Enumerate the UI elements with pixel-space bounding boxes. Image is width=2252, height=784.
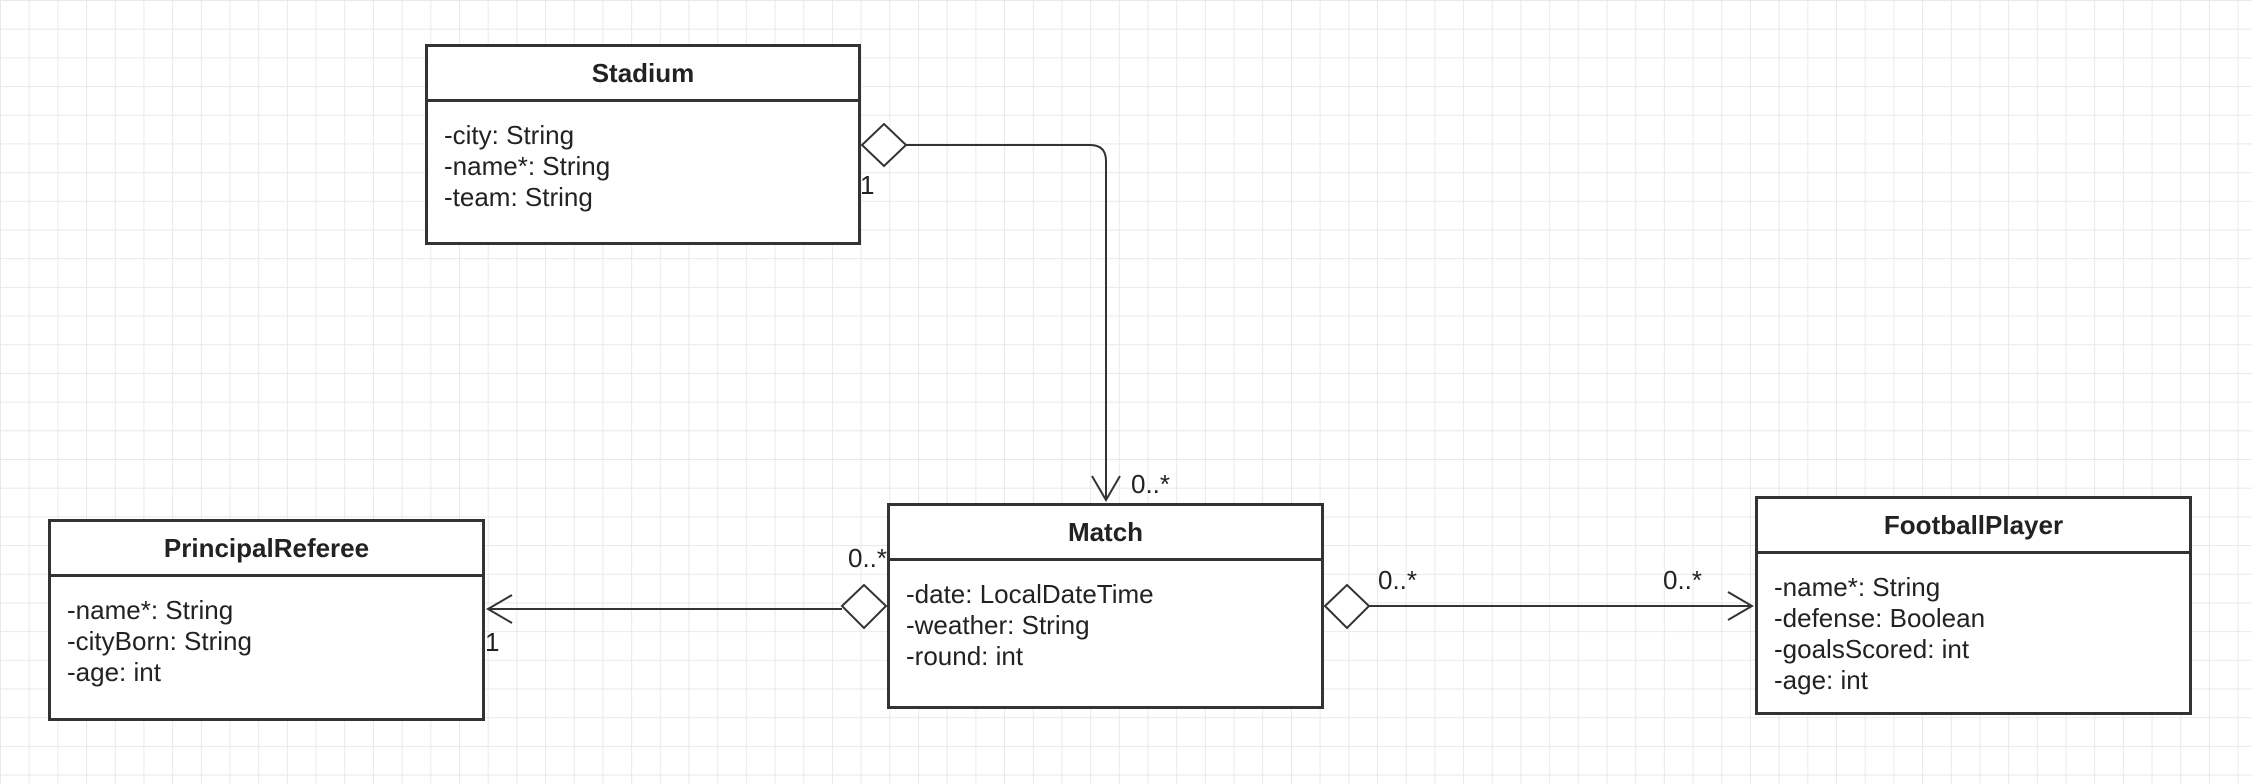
class-name-principal-referee: PrincipalReferee — [51, 522, 482, 577]
multiplicity-player-side: 0..* — [1663, 565, 1703, 595]
class-name-match: Match — [890, 506, 1321, 561]
attributes-football-player: -name*: String -defense: Boolean -goalsS… — [1758, 554, 2189, 696]
class-name-football-player: FootballPlayer — [1758, 499, 2189, 554]
aggregation-diamond-stadium — [860, 122, 908, 168]
class-principal-referee[interactable]: PrincipalReferee -name*: String -cityBor… — [48, 519, 485, 721]
multiplicity-referee-side: 1 — [485, 627, 500, 657]
attribute: -cityBorn: String — [67, 626, 252, 656]
attribute: -age: int — [1774, 665, 1868, 695]
attribute: -defense: Boolean — [1774, 603, 1986, 633]
attribute: -name*: String — [444, 151, 611, 181]
open-arrowhead-referee — [486, 594, 513, 624]
multiplicity-stadium-side: 1 — [860, 170, 875, 200]
attribute: -city: String — [444, 120, 575, 150]
multiplicity-match-right: 0..* — [1378, 565, 1418, 595]
attribute: -goalsScored: int — [1774, 634, 1970, 664]
aggregation-diamond-match-right — [1323, 583, 1371, 630]
attribute: -name*: String — [1774, 572, 1941, 602]
attribute: -name*: String — [67, 595, 234, 625]
class-match[interactable]: Match -date: LocalDateTime -weather: Str… — [887, 503, 1324, 709]
open-arrowhead-match-top — [1091, 475, 1121, 502]
association-match-referee[interactable] — [486, 583, 888, 630]
association-match-player[interactable] — [1323, 583, 1754, 630]
attribute: -date: LocalDateTime — [906, 579, 1154, 609]
attributes-match: -date: LocalDateTime -weather: String -r… — [890, 561, 1321, 672]
open-arrowhead-player — [1727, 591, 1754, 621]
multiplicity-match-top: 0..* — [1131, 469, 1171, 499]
association-stadium-match[interactable] — [860, 122, 1121, 502]
attributes-principal-referee: -name*: String -cityBorn: String -age: i… — [51, 577, 482, 688]
attribute: -team: String — [444, 182, 593, 212]
multiplicity-match-left: 0..* — [848, 543, 888, 573]
aggregation-diamond-match-left — [840, 583, 888, 630]
class-stadium[interactable]: Stadium -city: String -name*: String -te… — [425, 44, 861, 245]
association-line-stadium-match — [906, 144, 1107, 500]
attribute: -weather: String — [906, 610, 1090, 640]
attributes-stadium: -city: String -name*: String -team: Stri… — [428, 102, 858, 213]
class-football-player[interactable]: FootballPlayer -name*: String -defense: … — [1755, 496, 2192, 715]
attribute: -round: int — [906, 641, 1024, 671]
class-name-stadium: Stadium — [428, 47, 858, 102]
attribute: -age: int — [67, 657, 161, 687]
